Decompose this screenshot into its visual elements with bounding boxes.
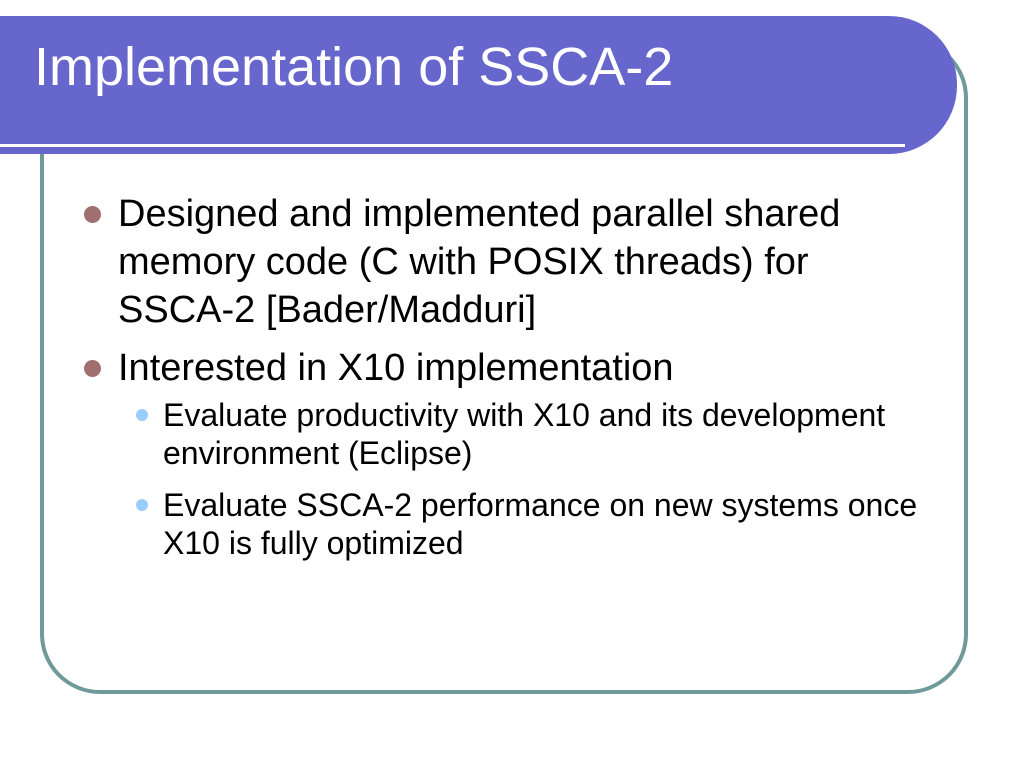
bullet-list: Designed and implemented parallel shared… xyxy=(80,190,920,576)
title-bar xyxy=(0,16,957,154)
bullet-dot-icon xyxy=(84,360,101,377)
bullet-item: Designed and implemented parallel shared… xyxy=(80,190,920,334)
sub-bullet-dot-icon xyxy=(136,409,148,421)
bullet-text: Designed and implemented parallel shared… xyxy=(118,193,841,331)
bullet-item: Interested in X10 implementation Evaluat… xyxy=(80,344,920,562)
sub-bullet-item: Evaluate SSCA-2 performance on new syste… xyxy=(118,486,920,562)
bullet-dot-icon xyxy=(84,206,101,223)
sub-bullet-item: Evaluate productivity with X10 and its d… xyxy=(118,396,920,472)
slide-title: Implementation of SSCA-2 xyxy=(34,37,674,97)
bullet-text: Interested in X10 implementation xyxy=(118,347,674,389)
sub-bullet-text: Evaluate SSCA-2 performance on new syste… xyxy=(163,487,918,561)
sub-bullet-list: Evaluate productivity with X10 and its d… xyxy=(118,396,920,562)
title-underline xyxy=(0,144,905,147)
sub-bullet-text: Evaluate productivity with X10 and its d… xyxy=(163,397,886,471)
sub-bullet-dot-icon xyxy=(136,499,148,511)
